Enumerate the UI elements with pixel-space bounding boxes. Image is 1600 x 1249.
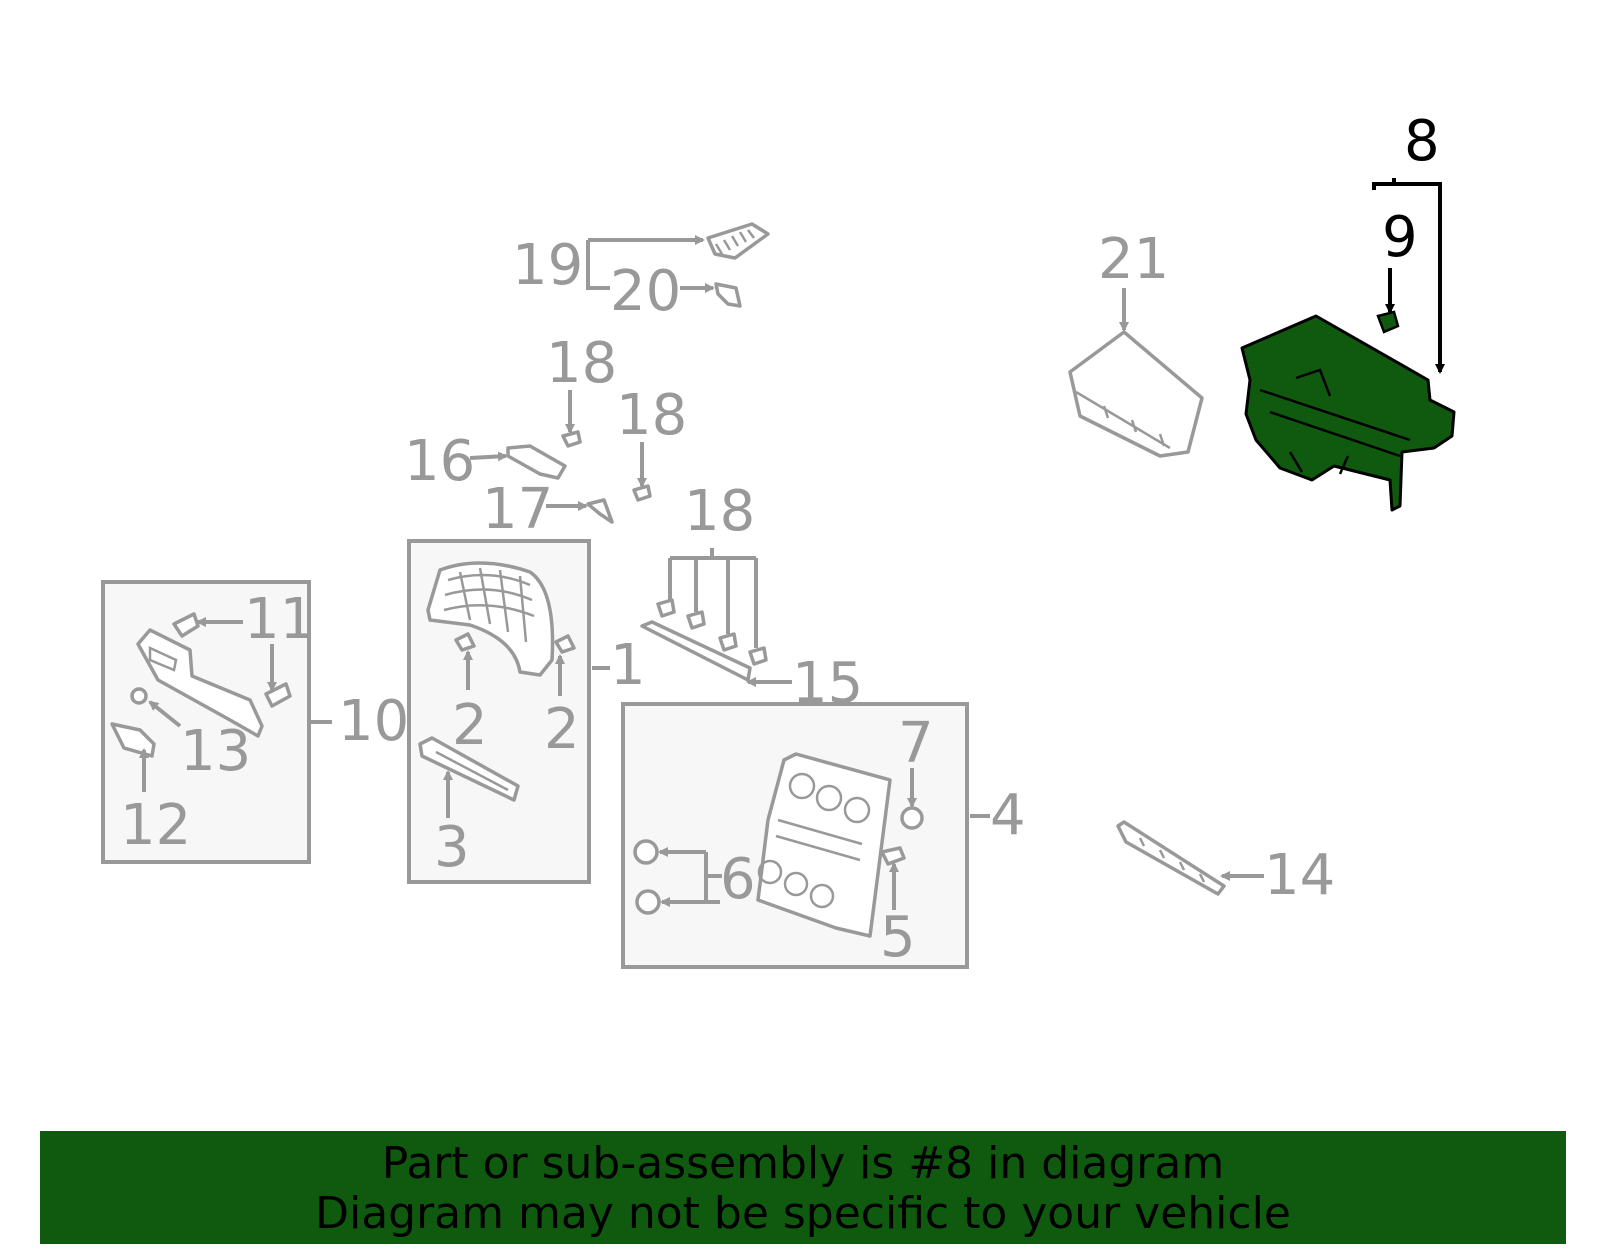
part-9-clip[interactable] (1376, 310, 1400, 334)
part-16-trim[interactable] (506, 444, 567, 480)
part-15-strip[interactable] (640, 620, 752, 682)
part-5-switch[interactable] (880, 846, 906, 866)
callout-18c: 18 (684, 479, 755, 544)
callout-13: 13 (180, 719, 251, 784)
part-21-airbag[interactable] (1068, 330, 1204, 458)
part-18-clip-b[interactable] (632, 484, 652, 502)
callout-20: 20 (610, 259, 681, 324)
callout-16: 16 (404, 429, 475, 494)
callout-8: 8 (1404, 109, 1440, 174)
callout-17: 17 (482, 477, 553, 542)
part-19-vent[interactable] (706, 222, 770, 260)
part-1-cluster-hood[interactable] (426, 561, 555, 677)
leader-13 (148, 700, 182, 728)
part-14-bracket[interactable] (1116, 820, 1226, 896)
bracket-19-20 (586, 240, 610, 290)
group-box-10 (101, 580, 311, 864)
callout-18a: 18 (546, 331, 617, 396)
callout-10: 10 (338, 689, 409, 754)
part-13-knob[interactable] (130, 687, 148, 705)
callout-4: 4 (990, 783, 1026, 848)
callout-9: 9 (1382, 205, 1418, 270)
callout-11: 11 (244, 587, 315, 652)
callout-19: 19 (512, 233, 583, 298)
leader-16 (469, 451, 508, 462)
callout-18b: 18 (616, 383, 687, 448)
banner-line-2: Diagram may not be specific to your vehi… (315, 1188, 1291, 1239)
bracket-8 (1372, 178, 1440, 372)
part-10-glovebox-trim[interactable] (136, 628, 264, 738)
callout-1: 1 (610, 633, 646, 698)
callout-6: 6 (720, 847, 756, 912)
part-11-clip-b[interactable] (264, 682, 292, 708)
callout-12: 12 (120, 793, 191, 858)
callout-5: 5 (880, 905, 916, 970)
part-20-clip[interactable] (714, 282, 742, 308)
part-6-knobs[interactable] (633, 839, 661, 915)
part-2-clip-right[interactable] (554, 634, 576, 654)
callout-2b: 2 (544, 697, 580, 762)
callout-7: 7 (898, 711, 934, 776)
part-7-knob[interactable] (900, 806, 924, 830)
part-17-clip[interactable] (586, 498, 614, 524)
notice-banner: Part or sub-assembly is #8 in diagram Di… (40, 1131, 1566, 1244)
part-18-clips-row[interactable] (656, 598, 768, 666)
part-8-glove-box[interactable] (1240, 314, 1456, 512)
part-4-center-panel[interactable] (756, 752, 892, 938)
part-2-clip-left[interactable] (454, 632, 476, 652)
callout-2a: 2 (452, 693, 488, 758)
part-18-clip-a[interactable] (561, 430, 582, 448)
callout-21: 21 (1098, 227, 1169, 292)
callout-3: 3 (434, 815, 470, 880)
callout-15: 15 (792, 651, 863, 716)
callout-14: 14 (1264, 843, 1335, 908)
part-3-panel[interactable] (418, 736, 520, 802)
bracket-18 (668, 548, 758, 648)
banner-line-1: Part or sub-assembly is #8 in diagram (381, 1138, 1225, 1189)
